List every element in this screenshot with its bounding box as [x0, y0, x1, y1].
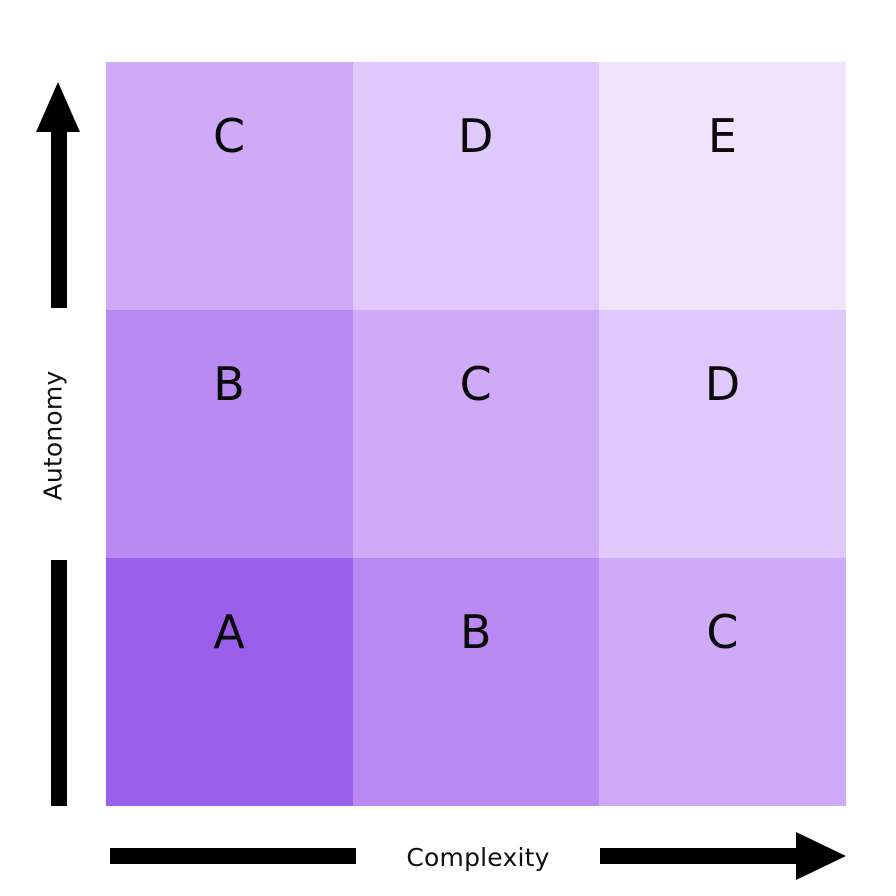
y-axis-up-arrow-icon [36, 82, 80, 308]
matrix-cell-label: C [706, 605, 739, 660]
x-axis-bar [110, 848, 356, 864]
x-axis-arrow-shaft [600, 848, 798, 864]
matrix-cell-r0c1[interactable]: D [352, 62, 600, 310]
matrix-cell-label: D [704, 357, 741, 412]
x-axis-right-arrow-icon [600, 832, 846, 880]
y-axis-arrowhead-icon [36, 82, 80, 132]
matrix-cell-label: C [213, 109, 246, 164]
matrix-cell-label: B [213, 357, 246, 412]
y-axis-label-text: Autonomy [38, 370, 68, 500]
x-axis: Complexity [0, 826, 896, 896]
matrix-cell-r0c0[interactable]: C [106, 62, 353, 310]
matrix-cell-label: E [707, 109, 738, 164]
x-axis-label: Complexity [360, 826, 596, 888]
matrix-cell-r0c2[interactable]: E [599, 62, 846, 310]
matrix-cell-label: D [458, 109, 494, 164]
y-axis: Autonomy [0, 0, 106, 896]
matrix-cell-r2c0[interactable]: A [106, 558, 353, 806]
matrix-cell-label: A [213, 605, 246, 660]
matrix-cell-label: B [459, 605, 493, 660]
matrix-cell-label: C [459, 357, 493, 412]
matrix-grid: C D E B C D A B C [106, 62, 846, 806]
y-axis-bar [51, 560, 67, 806]
matrix-cell-r1c2[interactable]: D [599, 310, 846, 558]
y-axis-label: Autonomy [0, 320, 106, 550]
matrix-cell-r1c1[interactable]: C [352, 310, 600, 558]
x-axis-arrowhead-icon [796, 832, 846, 880]
x-axis-label-text: Complexity [406, 842, 550, 872]
matrix-cell-r2c2[interactable]: C [599, 558, 846, 806]
matrix-cell-r2c1[interactable]: B [352, 558, 600, 806]
y-axis-arrow-shaft [51, 130, 67, 308]
matrix-cell-r1c0[interactable]: B [106, 310, 353, 558]
